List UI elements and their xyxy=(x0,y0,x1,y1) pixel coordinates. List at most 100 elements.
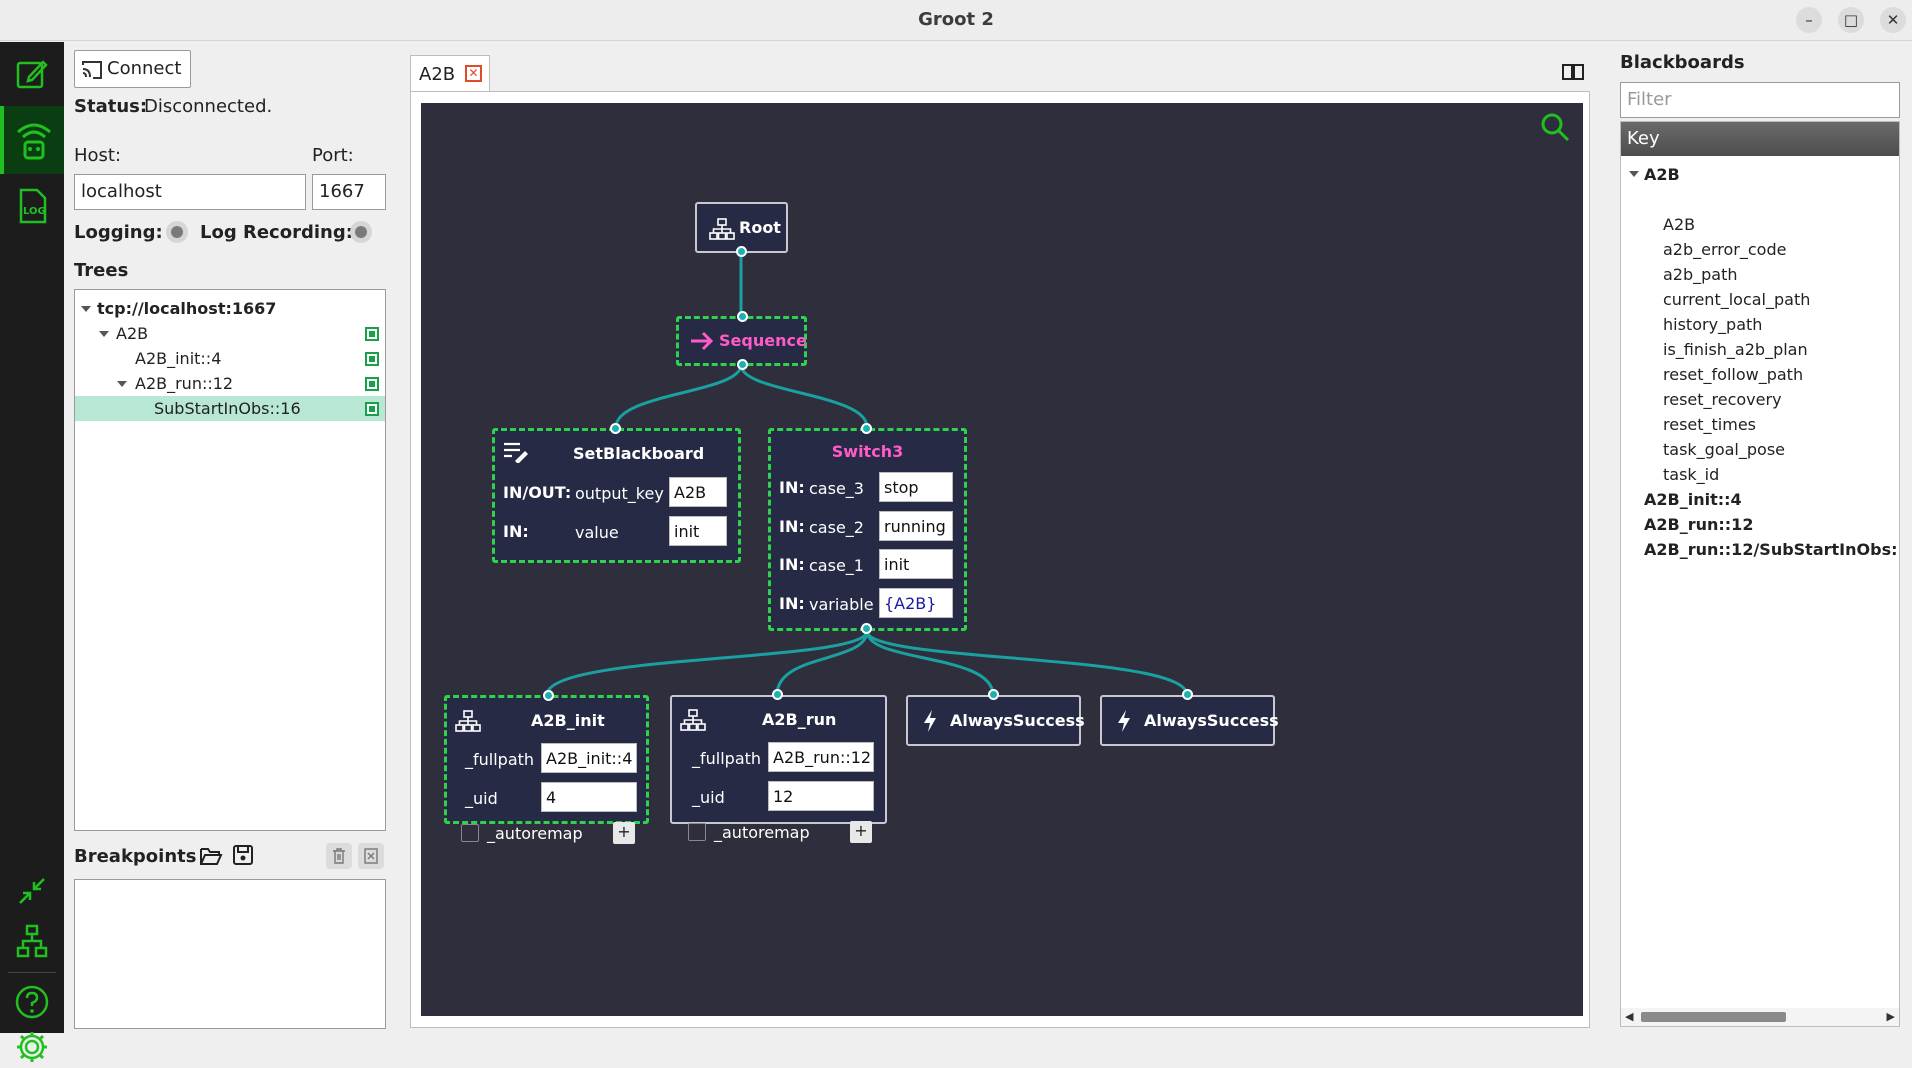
port-name: case_3 xyxy=(809,479,864,498)
input-port[interactable] xyxy=(543,690,554,701)
autoremap-label: _autoremap xyxy=(487,824,583,843)
add-port-button[interactable]: + xyxy=(613,822,635,844)
fullpath-field[interactable]: A2B_run::12 xyxy=(768,742,874,772)
breakpoints-list[interactable] xyxy=(74,879,386,1029)
blackboard-key[interactable]: reset_times xyxy=(1663,415,1757,434)
output-port[interactable] xyxy=(736,246,747,257)
blackboard-key[interactable]: A2B xyxy=(1663,215,1696,234)
save-icon[interactable] xyxy=(232,844,254,866)
blackboard-key[interactable]: current_local_path xyxy=(1663,290,1811,309)
tree-item-connection[interactable]: tcp://localhost:1667 xyxy=(75,296,385,321)
tab-close-icon[interactable]: ✕ xyxy=(465,65,482,82)
scrollbar-thumb[interactable] xyxy=(1641,1012,1786,1022)
port-value-field[interactable]: {A2B} xyxy=(879,588,953,618)
monitor-mode-button[interactable] xyxy=(0,106,64,174)
blackboard-subtree[interactable]: A2B_run::12 xyxy=(1644,515,1754,534)
editor-mode-button[interactable] xyxy=(0,44,64,104)
tree-item-a2b[interactable]: A2B xyxy=(75,321,385,346)
maximize-button[interactable]: □ xyxy=(1838,7,1864,33)
port-label: Port: xyxy=(312,145,354,166)
blackboard-tree[interactable]: Key A2B A2B a2b_error_code a2b_path curr… xyxy=(1620,121,1900,1027)
switch3-node[interactable]: Switch3 IN: case_3 stop IN: case_2 runni… xyxy=(768,423,967,634)
minimize-button[interactable]: – xyxy=(1796,7,1822,33)
fullpath-label: _fullpath xyxy=(465,750,535,769)
a2b-init-node[interactable]: A2B_init _fullpath A2B_init::4 _uid 4 _a… xyxy=(444,690,649,844)
input-port[interactable] xyxy=(861,423,872,434)
collapse-button[interactable] xyxy=(0,866,64,916)
scroll-left-icon[interactable]: ◀ xyxy=(1625,1010,1634,1023)
input-port[interactable] xyxy=(1182,689,1193,700)
autoremap-checkbox[interactable] xyxy=(461,824,479,842)
tree-item-a2b-run[interactable]: A2B_run::12 xyxy=(75,371,385,396)
horizontal-scrollbar[interactable]: ◀ ▶ xyxy=(1621,1008,1899,1026)
autoremap-checkbox[interactable] xyxy=(688,823,706,841)
tab-a2b[interactable]: A2B ✕ xyxy=(410,55,490,91)
tree-layout-button[interactable] xyxy=(0,916,64,966)
sequence-node[interactable]: Sequence xyxy=(676,311,807,370)
port-input[interactable]: 1667 xyxy=(312,174,386,210)
always-success-node[interactable]: AlwaysSuccess xyxy=(1100,689,1279,746)
scroll-right-icon[interactable]: ▶ xyxy=(1886,1010,1895,1023)
logging-toggle[interactable] xyxy=(166,221,188,243)
blackboard-key[interactable]: history_path xyxy=(1663,315,1763,334)
clear-breakpoints-button[interactable] xyxy=(358,843,384,869)
fullpath-field[interactable]: A2B_init::4 xyxy=(541,743,637,773)
port-direction: IN: xyxy=(779,594,805,613)
tab-label: A2B xyxy=(419,64,456,85)
zoom-search-icon[interactable] xyxy=(1540,112,1570,142)
wifi-robot-icon xyxy=(17,123,51,160)
uid-field[interactable]: 4 xyxy=(541,782,637,812)
trees-view[interactable]: tcp://localhost:1667 A2B A2B_init::4 A2B… xyxy=(74,289,386,831)
connect-button[interactable]: Connect xyxy=(74,50,191,88)
input-port[interactable] xyxy=(737,311,748,322)
open-folder-icon[interactable] xyxy=(199,845,223,867)
setblackboard-node[interactable]: SetBlackboard IN/OUT: output_key A2B IN:… xyxy=(492,423,741,563)
port-value-field[interactable]: init xyxy=(669,516,727,546)
blackboard-key[interactable]: a2b_path xyxy=(1663,265,1738,284)
gear-icon xyxy=(17,1032,47,1062)
tree-canvas[interactable]: Root Sequence SetBlackboard IN/OUT: outp… xyxy=(421,103,1583,1016)
port-value-field[interactable]: A2B xyxy=(669,477,727,507)
blackboard-group[interactable]: A2B xyxy=(1644,165,1680,184)
help-icon xyxy=(15,985,49,1019)
port-direction: IN: xyxy=(503,522,529,541)
blackboard-key[interactable]: reset_follow_path xyxy=(1663,365,1804,384)
a2b-run-node[interactable]: A2B_run _fullpath A2B_run::12 _uid 12 _a… xyxy=(670,689,887,843)
mode-sidebar: LOG xyxy=(0,42,64,1062)
blackboard-key[interactable]: reset_recovery xyxy=(1663,390,1782,409)
always-success-node[interactable]: AlwaysSuccess xyxy=(906,689,1085,746)
log-recording-toggle[interactable] xyxy=(350,221,372,243)
status-indicator xyxy=(365,402,379,416)
blackboard-filter-input[interactable]: Filter xyxy=(1620,82,1900,118)
blackboard-key[interactable]: is_finish_a2b_plan xyxy=(1663,340,1808,359)
input-port[interactable] xyxy=(988,689,999,700)
split-view-icon[interactable] xyxy=(1562,64,1584,80)
delete-breakpoint-button[interactable] xyxy=(326,843,352,869)
blackboard-subtree[interactable]: A2B_init::4 xyxy=(1644,490,1742,509)
input-port[interactable] xyxy=(772,689,783,700)
close-button[interactable]: ✕ xyxy=(1880,7,1906,33)
status-label: Status: xyxy=(74,96,148,117)
blackboards-title: Blackboards xyxy=(1620,52,1745,73)
root-node[interactable]: Root xyxy=(695,202,788,257)
blackboard-key[interactable]: task_id xyxy=(1663,465,1720,484)
output-port[interactable] xyxy=(737,359,748,370)
host-input[interactable]: localhost xyxy=(74,174,306,210)
blackboard-key[interactable]: task_goal_pose xyxy=(1663,440,1785,459)
settings-button[interactable] xyxy=(0,1026,64,1068)
blackboard-subtree[interactable]: A2B_run::12/SubStartInObs::16 xyxy=(1644,540,1900,559)
trees-label: Trees xyxy=(74,260,129,281)
log-mode-button[interactable]: LOG xyxy=(0,176,64,236)
port-value-field[interactable]: init xyxy=(879,549,953,579)
output-port[interactable] xyxy=(861,623,872,634)
input-port[interactable] xyxy=(610,423,621,434)
tree-item-substartinobs[interactable]: SubStartInObs::16 xyxy=(75,396,385,421)
uid-field[interactable]: 12 xyxy=(768,781,874,811)
add-port-button[interactable]: + xyxy=(850,821,872,843)
help-button[interactable] xyxy=(0,978,64,1026)
tree-item-a2b-init[interactable]: A2B_init::4 xyxy=(75,346,385,371)
key-column-header[interactable]: Key xyxy=(1621,122,1899,156)
blackboard-key[interactable]: a2b_error_code xyxy=(1663,240,1787,259)
port-value-field[interactable]: stop xyxy=(879,472,953,502)
port-value-field[interactable]: running xyxy=(879,511,953,541)
